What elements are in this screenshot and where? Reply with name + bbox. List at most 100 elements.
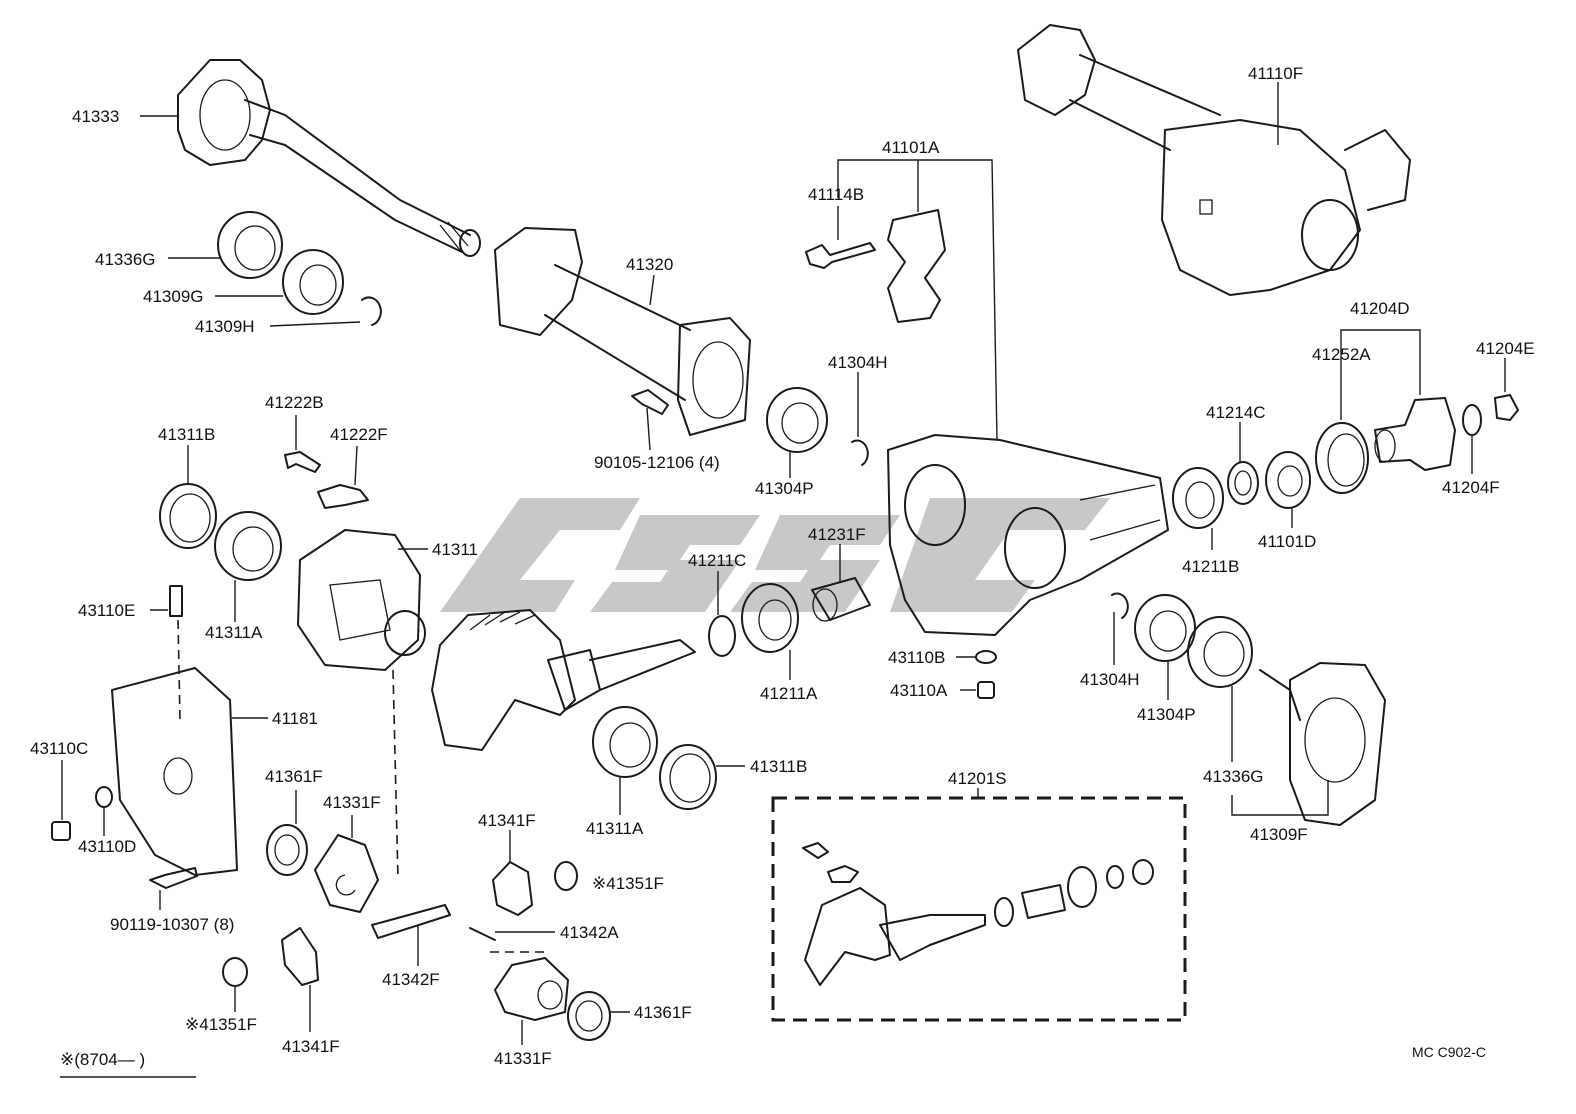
breather-plug-43110E — [169, 585, 183, 617]
bearing-41311A-left — [214, 511, 282, 581]
label-41342A: 41342A — [560, 923, 619, 942]
label-41361F-left: 41361F — [265, 767, 323, 786]
kit-41201S-parts — [802, 842, 1154, 986]
label-43110C: 43110C — [30, 739, 88, 758]
bearing-cap-41101A — [887, 209, 946, 323]
pinion-shaft-41342F — [371, 904, 451, 939]
label-41336G-lower: 41336G — [1203, 767, 1264, 786]
label-41311A-left: 41311A — [205, 623, 263, 642]
label-43110A: 43110A — [890, 681, 948, 700]
nut-41204E — [1494, 394, 1519, 421]
seal-41311B-upper — [159, 483, 217, 549]
carrier-cover-41181 — [111, 667, 238, 876]
label-41309H: 41309H — [195, 317, 255, 336]
label-41361F-middle: 41361F — [634, 1003, 692, 1022]
oil-seal-41101D — [1265, 451, 1311, 509]
housing-assembly-41110F — [1017, 24, 1411, 296]
dust-deflector-41252A — [1315, 422, 1369, 494]
label-41336G-upper: 41336G — [95, 250, 156, 269]
label-41204E: 41204E — [1476, 339, 1535, 358]
bearing-41311A-middle — [592, 706, 658, 778]
label-41252A: 41252A — [1312, 345, 1371, 364]
label-41304H-lower: 41304H — [1080, 670, 1140, 689]
label-41311B-middle: 41311B — [750, 757, 807, 776]
label-41231F: 41231F — [808, 525, 866, 544]
label-41101A: 41101A — [882, 138, 940, 157]
side-gear-41331F-middle — [494, 957, 569, 1021]
label-41204F: 41204F — [1442, 478, 1500, 497]
label-41311A-middle: 41311A — [586, 819, 644, 838]
label-41201S: 41201S — [948, 769, 1007, 788]
pinion-gear-41341F-lower — [281, 927, 319, 986]
diagram-code: MC C902-C — [1412, 1044, 1486, 1060]
label-41311B-upper: 41311B — [158, 425, 215, 444]
bolt-41222B — [284, 451, 321, 473]
label-41351F-middle: ※41351F — [592, 874, 664, 893]
bearing-41309G — [282, 249, 344, 315]
label-41333: 41333 — [72, 107, 119, 126]
label-41331F-middle: 41331F — [494, 1049, 552, 1068]
pin-41342A — [469, 927, 496, 941]
label-41211C: 41211C — [688, 551, 746, 570]
label-41351F-left: ※41351F — [185, 1015, 257, 1034]
footnote-date-range: ※(8704— ) — [60, 1050, 145, 1069]
label-43110E: 43110E — [78, 601, 135, 620]
label-41341F-lower: 41341F — [282, 1037, 340, 1056]
bolt-90119 — [149, 867, 198, 889]
label-41320: 41320 — [626, 255, 673, 274]
label-41309F: 41309F — [1250, 825, 1308, 844]
bolt-90105 — [631, 389, 669, 415]
label-41181: 41181 — [272, 709, 318, 728]
snap-ring-41304H-upper — [851, 439, 869, 466]
washer-41211C — [708, 615, 736, 657]
ring-gear-and-drive-pinion — [431, 609, 696, 751]
label-41222B: 41222B — [265, 393, 324, 412]
thrust-washer-41361F-middle — [567, 991, 611, 1041]
axle-flange-41309F — [1259, 662, 1386, 826]
bearing-41304P-upper — [766, 387, 828, 453]
bearing-41211A — [741, 583, 799, 653]
side-gear-41331F-left — [314, 834, 379, 913]
bearing-41211B — [1172, 467, 1224, 529]
watermark-logo — [440, 498, 1110, 612]
differential-carrier-housing — [887, 434, 1169, 636]
label-41342F: 41342F — [382, 970, 440, 989]
label-41311: 41311 — [432, 540, 478, 559]
label-43110D: 43110D — [78, 837, 136, 856]
label-41110F: 41110F — [1248, 64, 1303, 83]
bearing-41304P-lower — [1134, 594, 1196, 662]
axle-shaft-41333 — [177, 59, 481, 257]
bearing-41336G-upper — [217, 211, 283, 279]
snap-ring-41304H-lower — [1111, 592, 1129, 619]
label-41211A: 41211A — [760, 684, 818, 703]
label-41114B: 41114B — [808, 185, 864, 204]
label-41309G: 41309G — [143, 287, 204, 306]
label-41341F-middle: 41341F — [478, 811, 536, 830]
label-90119-10307: 90119-10307 (8) — [110, 915, 234, 934]
label-90105-12106: 90105-12106 (4) — [594, 453, 720, 472]
label-41304P-upper: 41304P — [755, 479, 814, 498]
label-41304P-lower: 41304P — [1137, 705, 1196, 724]
label-41204D: 41204D — [1350, 299, 1410, 318]
washer-41351F-middle — [554, 861, 578, 891]
label-41331F-left: 41331F — [323, 793, 381, 812]
snap-ring-41309H — [361, 296, 382, 326]
label-41214C: 41214C — [1206, 403, 1266, 422]
label-41101D: 41101D — [1258, 532, 1316, 551]
seal-41311B-middle — [659, 744, 717, 810]
gasket-43110B — [975, 650, 997, 664]
thrust-washer-41361F-left — [266, 824, 308, 876]
differential-case-41311 — [297, 529, 426, 671]
washer-41351F-left — [222, 957, 248, 987]
kit-boundary-41201S — [771, 796, 1187, 1022]
bolt-41114B — [805, 242, 876, 269]
pinion-gear-41341F-middle — [492, 861, 533, 916]
washer-41204F — [1462, 404, 1482, 436]
bearing-41336G-lower — [1187, 616, 1253, 688]
label-41211B: 41211B — [1182, 557, 1239, 576]
label-43110B: 43110B — [888, 648, 945, 667]
drain-plug-43110C — [51, 821, 71, 841]
spacer-41214C — [1227, 461, 1259, 505]
gasket-43110D — [95, 786, 113, 808]
